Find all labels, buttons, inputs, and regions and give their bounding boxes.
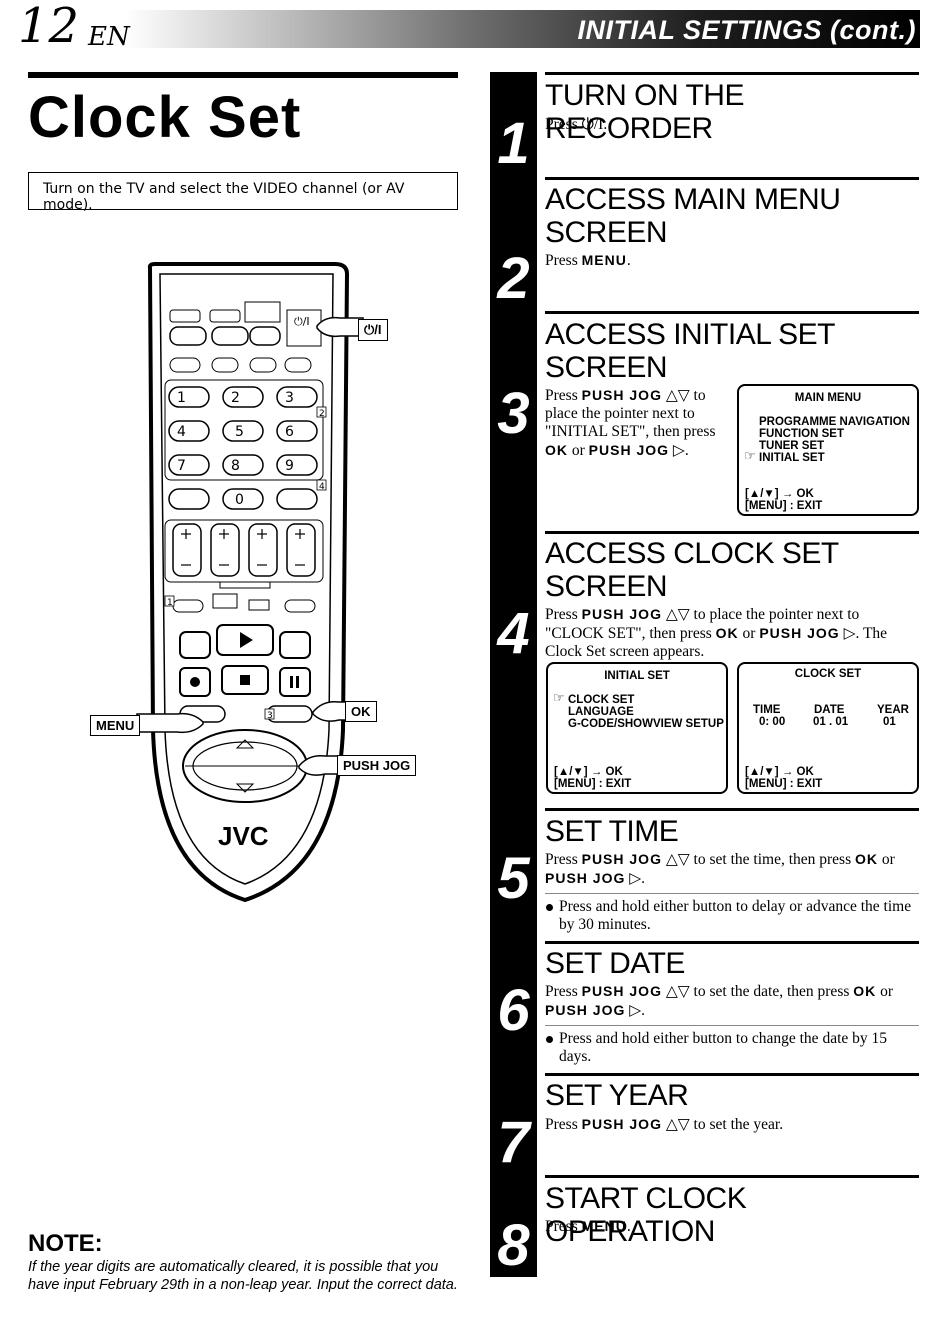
key-9: 9 bbox=[285, 458, 294, 474]
step-heading: ACCESS CLOCK SET SCREEN bbox=[545, 537, 839, 603]
osd-val-time: 0: 00 bbox=[759, 716, 786, 728]
step-number: 2 bbox=[497, 246, 530, 311]
step-bar bbox=[490, 72, 537, 1277]
step-rule bbox=[545, 177, 919, 180]
note-heading: NOTE: bbox=[28, 1230, 103, 1257]
header-gradient-bar bbox=[125, 10, 920, 48]
step-heading: SET YEAR bbox=[545, 1079, 689, 1112]
step-rule bbox=[545, 72, 919, 75]
step-rule bbox=[545, 1073, 919, 1076]
callout-power: ⏻/I bbox=[358, 319, 388, 341]
osd-val-year: 01 bbox=[883, 716, 896, 728]
small-label-2: 2 bbox=[319, 409, 325, 419]
step-number: 1 bbox=[497, 111, 530, 176]
key-0: 0 bbox=[235, 492, 244, 508]
bullet-note: Press and hold either button to change t… bbox=[545, 1030, 919, 1066]
step-number: 3 bbox=[497, 381, 530, 446]
osd-footer: [MENU] : EXIT bbox=[745, 778, 823, 790]
step-rule bbox=[545, 808, 919, 811]
section-title: INITIAL SETTINGS (cont.) bbox=[577, 15, 916, 45]
step-text: Press MENU. bbox=[545, 252, 631, 269]
remote-brand-logo: JVC bbox=[218, 821, 269, 851]
callout-push-jog: PUSH JOG bbox=[337, 755, 417, 776]
osd-item: PROGRAMME NAVIGATION bbox=[759, 416, 910, 428]
osd-footer: [MENU] : EXIT bbox=[554, 778, 632, 790]
step-heading: SET TIME bbox=[545, 815, 679, 848]
page-title: Clock Set bbox=[28, 85, 302, 150]
key-2: 2 bbox=[231, 390, 240, 406]
step-text: Press PUSH JOG △▽ to place the pointer n… bbox=[545, 606, 888, 660]
note-text: If the year digits are automatically cle… bbox=[28, 1259, 458, 1293]
intro-box: Turn on the TV and select the VIDEO chan… bbox=[28, 172, 458, 213]
page-language: EN bbox=[88, 22, 130, 52]
bullet-note: Press and hold either button to delay or… bbox=[545, 898, 919, 934]
osd-item-selected: INITIAL SET bbox=[759, 452, 825, 464]
step-heading: ACCESS INITIAL SET SCREEN bbox=[545, 318, 835, 384]
divider bbox=[545, 1025, 919, 1026]
osd-title: MAIN MENU bbox=[794, 392, 862, 404]
step-heading: SET DATE bbox=[545, 947, 685, 980]
osd-col-year: YEAR bbox=[877, 704, 909, 716]
key-8: 8 bbox=[231, 458, 240, 474]
step-text: Press PUSH JOG △▽ to set the year. bbox=[545, 1116, 784, 1133]
step-heading: START CLOCK OPERATION bbox=[545, 1182, 747, 1248]
page-header: 12 EN INITIAL SETTINGS (cont.) bbox=[0, 2, 950, 52]
pointer-icon: ☞ bbox=[553, 690, 565, 705]
osd-initial-set: INITIAL SET ☞ CLOCK SET LANGUAGE G-CODE/… bbox=[546, 662, 728, 794]
osd-col-time: TIME bbox=[753, 704, 781, 716]
key-6: 6 bbox=[285, 424, 294, 440]
osd-title: INITIAL SET bbox=[604, 670, 670, 682]
step-rule bbox=[545, 941, 919, 944]
key-4: 4 bbox=[177, 424, 186, 440]
osd-title: CLOCK SET bbox=[794, 668, 862, 680]
key-7: 7 bbox=[177, 458, 186, 474]
step-number: 8 bbox=[497, 1213, 530, 1278]
step-text: Press PUSH JOG △▽ to set the time, then … bbox=[545, 851, 895, 887]
hand-pointer-icon bbox=[136, 712, 204, 734]
remote-illustration: ⏻/I 1 2 3 4 5 6 7 8 bbox=[85, 260, 435, 920]
divider bbox=[545, 893, 919, 894]
step-rule bbox=[545, 531, 919, 534]
osd-footer: [▲/▼] → OK bbox=[745, 766, 814, 778]
osd-clock-set: CLOCK SET TIME 0: 00 DATE 01 . 01 YEAR 0… bbox=[737, 662, 919, 794]
step-number: 6 bbox=[497, 978, 530, 1043]
osd-item: LANGUAGE bbox=[568, 706, 634, 718]
pointer-icon: ☞ bbox=[744, 448, 756, 463]
title-rule bbox=[28, 72, 458, 78]
step-number: 4 bbox=[497, 601, 530, 666]
step-text: Press PUSH JOG △▽ to set the date, then … bbox=[545, 983, 894, 1019]
step-rule bbox=[545, 311, 919, 314]
osd-col-date: DATE bbox=[814, 704, 845, 716]
small-label-4: 4 bbox=[319, 482, 325, 492]
callout-menu: MENU bbox=[90, 715, 141, 736]
key-1: 1 bbox=[177, 390, 186, 406]
osd-item-selected: CLOCK SET bbox=[568, 694, 635, 706]
step-number: 7 bbox=[497, 1110, 530, 1175]
osd-footer: [▲/▼] → OK bbox=[554, 766, 623, 778]
osd-main-menu: MAIN MENU PROGRAMME NAVIGATION FUNCTION … bbox=[737, 384, 919, 516]
key-3: 3 bbox=[285, 390, 294, 406]
osd-item: TUNER SET bbox=[759, 440, 825, 452]
small-label-3: 3 bbox=[267, 711, 273, 721]
osd-item: G-CODE/SHOWVIEW SETUP bbox=[568, 718, 724, 730]
osd-val-date: 01 . 01 bbox=[813, 716, 849, 728]
step-text: Press ⏻/I. bbox=[545, 116, 608, 133]
key-5: 5 bbox=[235, 424, 244, 440]
remote-drawing: ⏻/I 1 2 3 4 5 6 7 8 bbox=[147, 262, 350, 903]
power-key-label: ⏻/I bbox=[294, 315, 310, 328]
step-text: Press MENU. bbox=[545, 1218, 631, 1235]
callout-ok: OK bbox=[345, 701, 377, 722]
page-number: 12 bbox=[18, 0, 80, 54]
step-heading: ACCESS MAIN MENU SCREEN bbox=[545, 183, 841, 249]
step-rule bbox=[545, 1175, 919, 1178]
osd-footer: [MENU] : EXIT bbox=[745, 500, 823, 512]
step-text: Press PUSH JOG △▽ to place the pointer n… bbox=[545, 387, 716, 459]
osd-footer: [▲/▼] → OK bbox=[745, 488, 814, 500]
osd-item: FUNCTION SET bbox=[759, 428, 844, 440]
step-heading: TURN ON THE RECORDER bbox=[545, 79, 744, 145]
small-label-1: 1 bbox=[167, 598, 173, 608]
step-number: 5 bbox=[497, 846, 530, 911]
